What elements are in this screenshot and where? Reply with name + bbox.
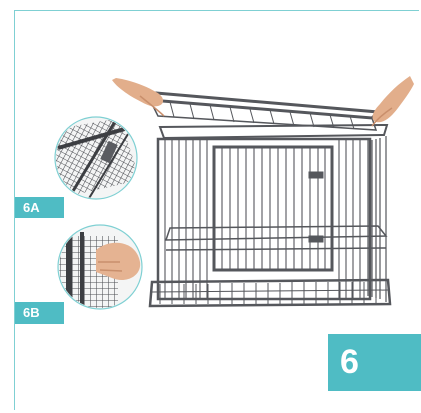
detail-a-circle <box>52 117 140 200</box>
step-number-badge: 6 <box>328 334 421 391</box>
detail-a-label: 6A <box>15 197 64 218</box>
detail-b-label: 6B <box>15 302 64 324</box>
dog-crate <box>150 125 390 306</box>
detail-b-circle <box>58 225 142 316</box>
